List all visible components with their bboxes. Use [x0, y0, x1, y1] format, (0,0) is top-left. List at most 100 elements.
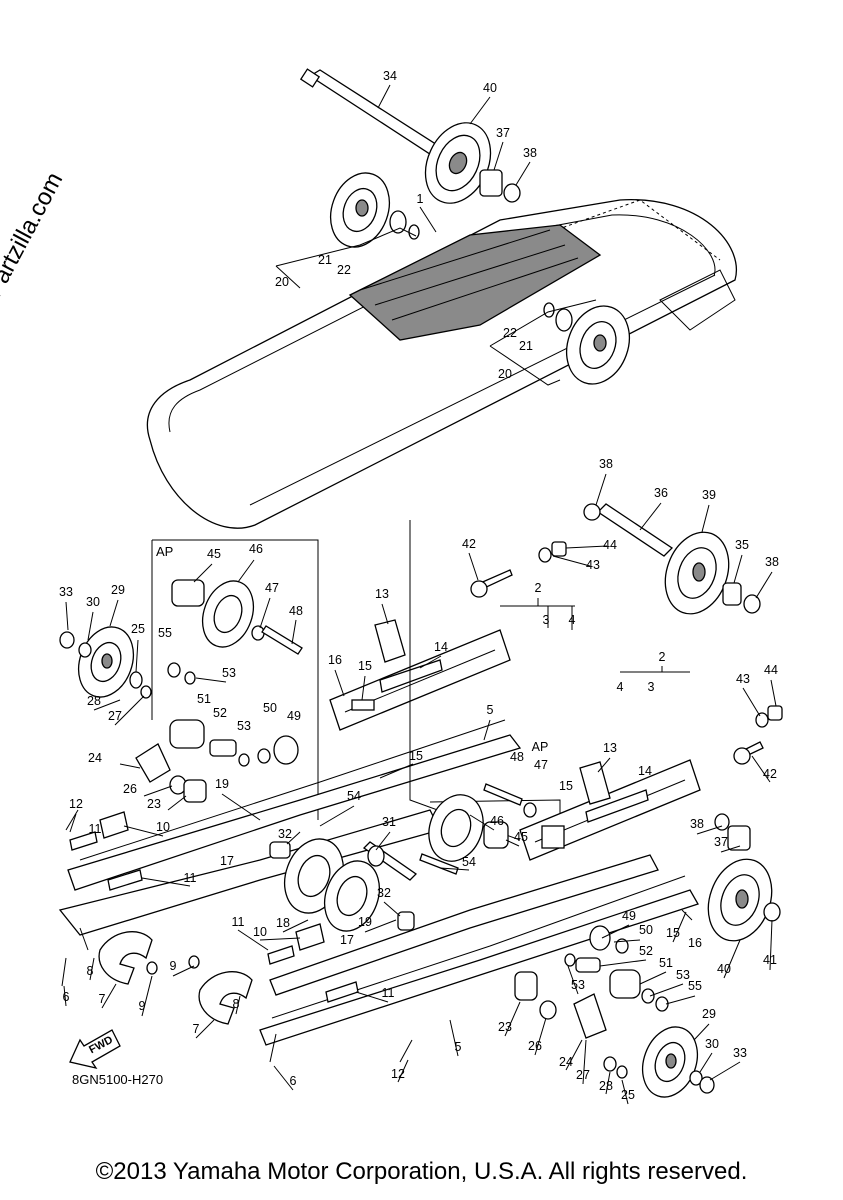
leader-lines	[63, 84, 777, 1105]
wheels-18	[269, 838, 415, 932]
callout-26b: 26	[528, 1039, 542, 1053]
ap-box-left	[151, 539, 319, 820]
callout-48b: 48	[510, 750, 524, 764]
callout-55a: 55	[158, 626, 172, 640]
callout-40b: 40	[717, 962, 731, 976]
track-belt	[146, 199, 737, 529]
callout-33b: 33	[733, 1046, 747, 1060]
callout-50a: 50	[263, 701, 277, 715]
collar-37-upper	[479, 169, 503, 197]
wheel-29-right	[641, 1026, 715, 1098]
callout-16a: 16	[328, 653, 342, 667]
callout-19a: 19	[215, 777, 229, 791]
diagram-code: 8GN5100-H270	[72, 1072, 164, 1087]
callout-ap2: AP	[532, 740, 549, 754]
axle-34	[299, 68, 447, 159]
callout-45b: 45	[514, 830, 528, 844]
callout-30b: 30	[705, 1037, 719, 1051]
bracket-13-left	[351, 619, 443, 711]
callout-52b: 52	[639, 944, 653, 958]
callout-55b: 55	[688, 979, 702, 993]
callout-19b: 19	[358, 915, 372, 929]
copyright-notice: ©2013 Yamaha Motor Corporation, U.S.A. A…	[95, 1158, 748, 1185]
bolt-42-upper	[470, 541, 567, 598]
wheel-20-right	[543, 302, 630, 385]
callout-43b: 43	[736, 672, 750, 686]
callout-17b: 17	[340, 933, 354, 947]
callout-22b: 22	[503, 326, 517, 340]
callout-23b: 23	[498, 1020, 512, 1034]
callout-49a: 49	[287, 709, 301, 723]
callout-11c: 11	[232, 915, 245, 929]
callout-9b: 9	[139, 999, 146, 1013]
callout-38b: 38	[599, 457, 613, 471]
callout-18: 18	[276, 916, 290, 930]
callout-44b: 44	[764, 663, 778, 677]
callout-50b: 50	[639, 923, 653, 937]
callout-32b: 32	[377, 886, 391, 900]
callout-12a: 12	[69, 797, 83, 811]
callout-42b: 42	[763, 767, 777, 781]
runner-guide-7-right	[188, 955, 277, 1063]
callout-40a: 40	[483, 81, 497, 95]
callout-32a: 32	[278, 827, 292, 841]
callout-13b: 13	[603, 741, 617, 755]
wheel-39	[664, 531, 761, 615]
wheel-20-left	[330, 172, 420, 248]
callout-51b: 51	[659, 956, 673, 970]
callout-11b: 11	[184, 871, 197, 885]
callout-31: 31	[382, 815, 396, 829]
callout-22a: 22	[337, 263, 351, 277]
fwd-arrow-icon: FWD	[69, 1029, 121, 1070]
ap-label-left: AP	[156, 544, 173, 559]
callout-45a: 45	[207, 547, 221, 561]
exploded-parts-diagram: FWD AP	[58, 68, 783, 1105]
callout-20a: 20	[275, 275, 289, 289]
callout-53a: 53	[222, 666, 236, 680]
collar-37-lower	[714, 813, 751, 851]
callout-4b: 4	[617, 680, 624, 694]
parts-45-48-left	[171, 579, 303, 655]
callout-28a: 28	[87, 694, 101, 708]
callout-29a: 29	[111, 583, 125, 597]
callout-5b: 5	[455, 1040, 462, 1054]
callout-30a: 30	[86, 595, 100, 609]
callout-7a: 7	[99, 992, 106, 1006]
bracket-24-right	[514, 971, 628, 1079]
callout-5a: 5	[487, 703, 494, 717]
callout-49b: 49	[622, 909, 636, 923]
callout-42a: 42	[462, 537, 476, 551]
callout-10a: 10	[156, 820, 170, 834]
callout-28b: 28	[599, 1079, 613, 1093]
callout-15b: 15	[409, 749, 423, 763]
callout-25a: 25	[131, 622, 145, 636]
callout-16b: 16	[688, 936, 702, 950]
callout-26a: 26	[123, 782, 137, 796]
callout-24a: 24	[88, 751, 102, 765]
shaft-36	[583, 503, 674, 557]
nut-38-upper	[503, 183, 521, 203]
slider-10-11-right	[267, 909, 693, 1063]
callout-12b: 12	[391, 1067, 405, 1081]
callout-21b: 21	[519, 339, 533, 353]
callout-34: 34	[383, 69, 397, 83]
callout-41: 41	[763, 953, 777, 967]
callout-39: 39	[702, 488, 716, 502]
callout-2a: 2	[535, 581, 542, 595]
callout-24b: 24	[559, 1055, 573, 1069]
parts-49-55-left	[167, 662, 299, 767]
shaft-31	[362, 841, 418, 881]
callout-15c: 15	[559, 779, 573, 793]
callout-36: 36	[654, 486, 668, 500]
bolt-42-lower	[733, 705, 783, 765]
callout-10b: 10	[253, 925, 267, 939]
callout-15a: 15	[358, 659, 372, 673]
callout-38d: 38	[690, 817, 704, 831]
callout-47a: 47	[265, 581, 279, 595]
callout-52a: 52	[213, 706, 227, 720]
callout-9a: 9	[170, 959, 177, 973]
callout-2b: 2	[659, 650, 666, 664]
wheel-40-upper	[424, 122, 492, 204]
bracket-24-left	[135, 743, 207, 803]
